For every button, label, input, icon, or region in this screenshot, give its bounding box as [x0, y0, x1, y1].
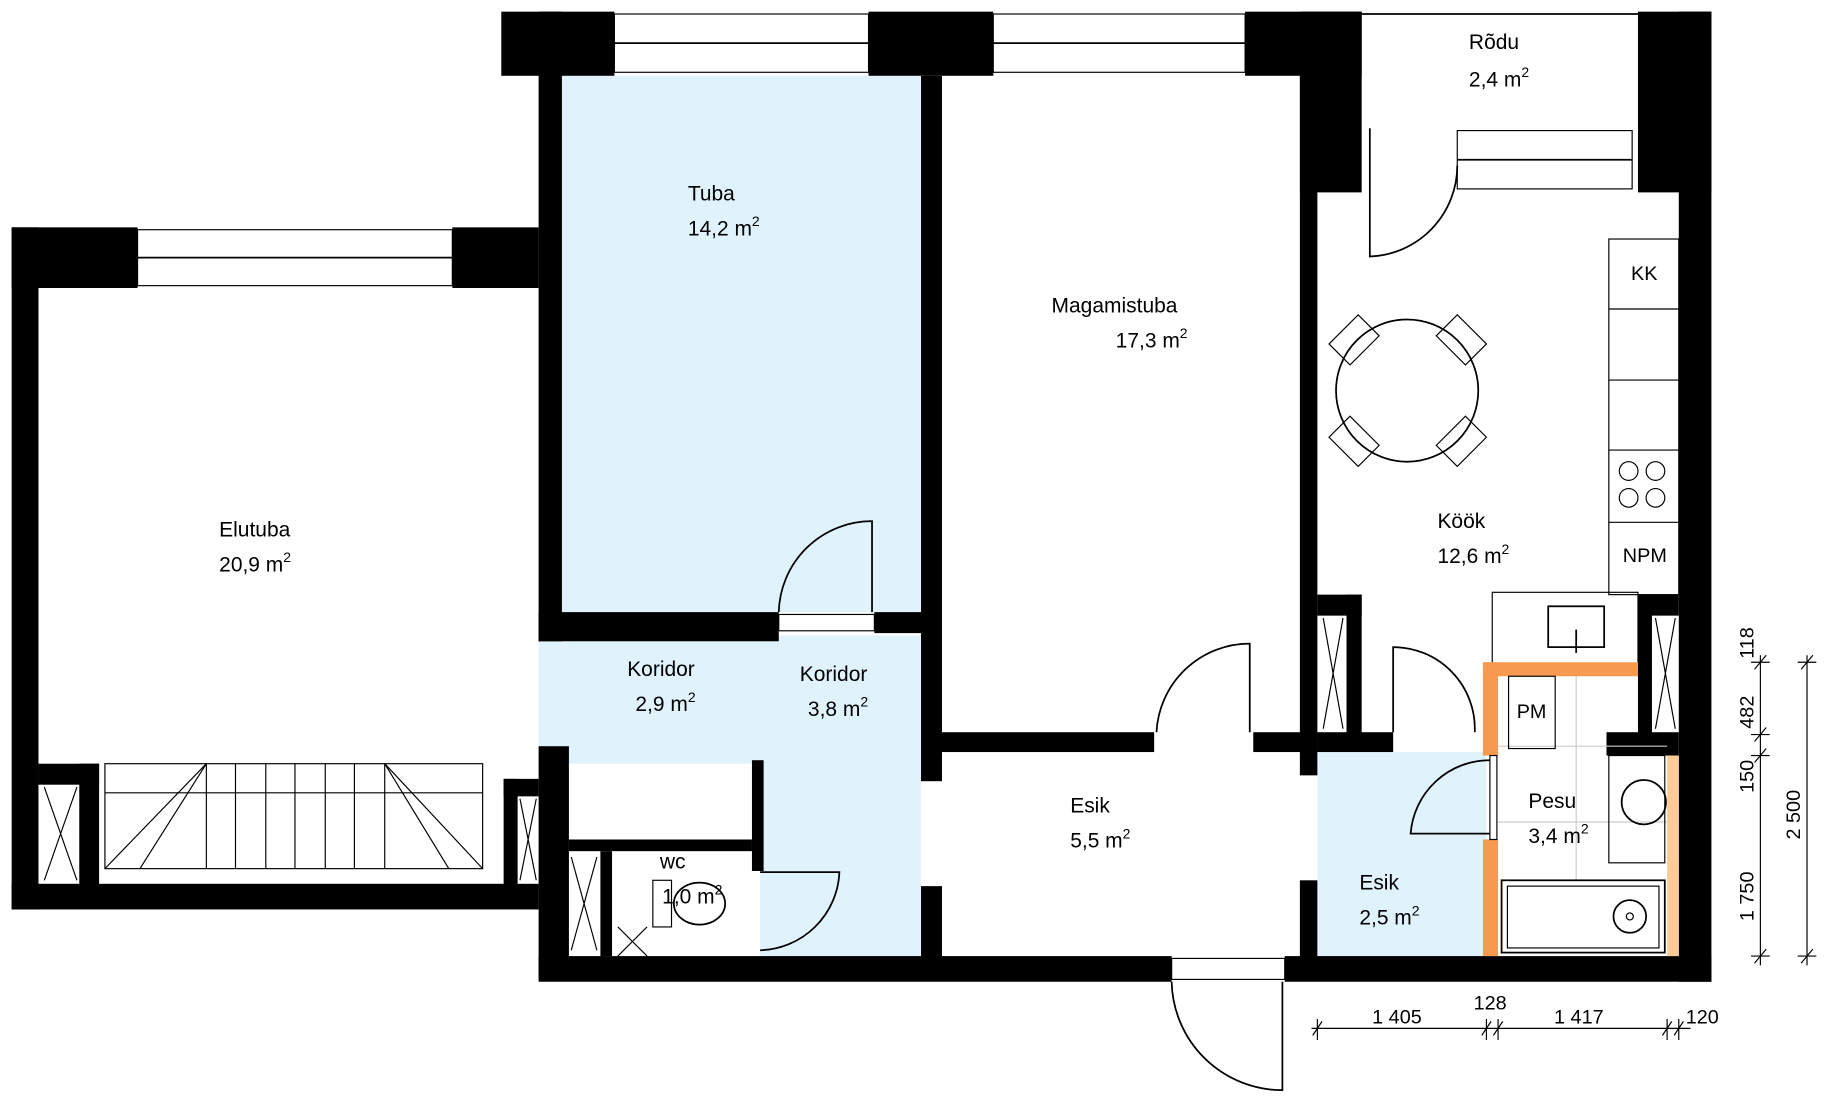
windows	[136, 13, 1638, 980]
room-labels: Elutuba 20,9 m2 Tuba 14,2 m2 Magamistuba…	[219, 31, 1667, 930]
room-name-esik-2: Esik	[1359, 872, 1399, 895]
dim-total-height: 2 500	[1783, 790, 1805, 840]
room-area-elutuba: 20,9 m2	[219, 549, 291, 576]
walls	[11, 11, 1712, 982]
room-area-wc: 1,0 m2	[662, 881, 722, 908]
room-name-koridor-1: Koridor	[627, 658, 695, 681]
room-name-pesu: Pesu	[1528, 790, 1576, 813]
room-area-kook: 12,6 m2	[1437, 541, 1509, 568]
room-name-wc: WC	[659, 851, 686, 874]
dim-v-2: 482	[1736, 696, 1758, 729]
room-name-rodu: Rõdu	[1469, 31, 1519, 54]
room-area-esik-1: 5,5 m2	[1070, 825, 1130, 852]
room-area-rodu: 2,4 m2	[1469, 64, 1529, 91]
fixture-fridge: KK	[1631, 263, 1657, 285]
room-area-koridor-2: 3,8 m2	[808, 694, 868, 721]
room-area-pesu: 3,4 m2	[1528, 821, 1588, 848]
dimension-lines: 1 405 128 1 417 120 118 482 150 1 750 2 …	[1311, 627, 1817, 1041]
room-fills	[538, 75, 1487, 957]
room-name-koridor-2: Koridor	[800, 663, 868, 686]
room-area-koridor-1: 2,9 m2	[635, 689, 695, 716]
room-name-esik-1: Esik	[1070, 795, 1110, 818]
dim-h-2: 128	[1474, 993, 1507, 1015]
dim-v-1: 118	[1736, 627, 1758, 659]
staircase	[43, 617, 1676, 951]
bathroom	[617, 662, 1679, 957]
fixture-washing-machine: PM	[1517, 701, 1547, 723]
room-area-esik-2: 2,5 m2	[1359, 902, 1419, 929]
dim-h-4: 120	[1686, 1007, 1719, 1029]
doors	[760, 128, 1490, 1092]
dim-h-1: 1 405	[1372, 1007, 1422, 1029]
room-name-tuba: Tuba	[688, 183, 735, 206]
room-name-kook: Köök	[1437, 510, 1485, 533]
room-name-elutuba: Elutuba	[219, 518, 290, 541]
room-area-magamistuba: 17,3 m2	[1116, 325, 1188, 352]
room-area-tuba: 14,2 m2	[688, 213, 760, 240]
room-name-magamistuba: Magamistuba	[1052, 294, 1178, 317]
dim-v-4: 1 750	[1736, 872, 1758, 922]
fixture-dishwasher: NPM	[1623, 545, 1667, 567]
dim-h-3: 1 417	[1554, 1007, 1604, 1029]
kitchen-furniture	[1328, 238, 1680, 666]
dim-v-3: 150	[1736, 760, 1758, 793]
